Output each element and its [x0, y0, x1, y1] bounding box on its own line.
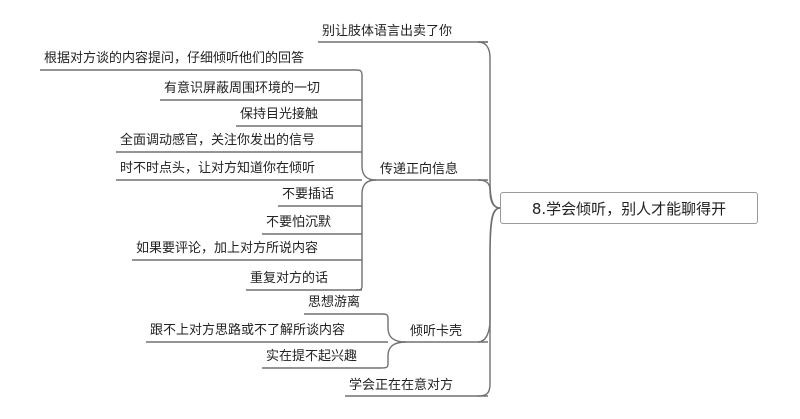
child-label-8[interactable]: 如果要评论，加上对方所说内容: [136, 241, 319, 256]
child-label-12[interactable]: 实在提不起兴趣: [266, 349, 358, 364]
connector-root-branch-1-curve: [477, 41, 501, 209]
connector-root-branch-3: [477, 207, 501, 343]
branch-label-3[interactable]: 倾听卡壳: [410, 324, 463, 339]
child-label-7[interactable]: 不要怕沉默: [266, 215, 332, 230]
branch-label-4[interactable]: 学会正在在意对方: [349, 378, 454, 393]
child-label-3[interactable]: 保持目光接触: [240, 107, 319, 122]
child-label-2[interactable]: 有意识屏蔽周围环境的一切: [164, 81, 321, 96]
root-label: 8.学会倾听，别人才能聊得开: [531, 199, 727, 218]
child-label-6[interactable]: 不要插话: [282, 187, 335, 202]
child-label-10[interactable]: 思想游离: [308, 295, 361, 310]
child-label-11[interactable]: 跟不上对方思路或不了解所谈内容: [150, 323, 346, 338]
branch-label-1[interactable]: 别让肢体语言出卖了你: [322, 24, 453, 39]
root-node[interactable]: 8.学会倾听，别人才能聊得开: [500, 192, 758, 224]
child-label-9[interactable]: 重复对方的话: [250, 271, 329, 286]
bracket-group-1-lower: [355, 179, 377, 291]
child-label-4[interactable]: 全面调动感官，关注你发出的信号: [120, 133, 316, 148]
bracket-group-2: [379, 313, 407, 343]
bracket-group-2-lower: [379, 341, 407, 369]
connector-root-branch-4: [477, 207, 501, 397]
branch-label-2[interactable]: 传递正向信息: [380, 162, 459, 177]
connector-root-branch-2: [477, 179, 501, 209]
child-label-1[interactable]: 根据对方谈的内容提问，仔细倾听他们的回答: [44, 51, 305, 66]
child-label-5[interactable]: 时不时点头，让对方知道你在倾听: [120, 161, 316, 176]
bracket-group-1: [355, 69, 377, 181]
